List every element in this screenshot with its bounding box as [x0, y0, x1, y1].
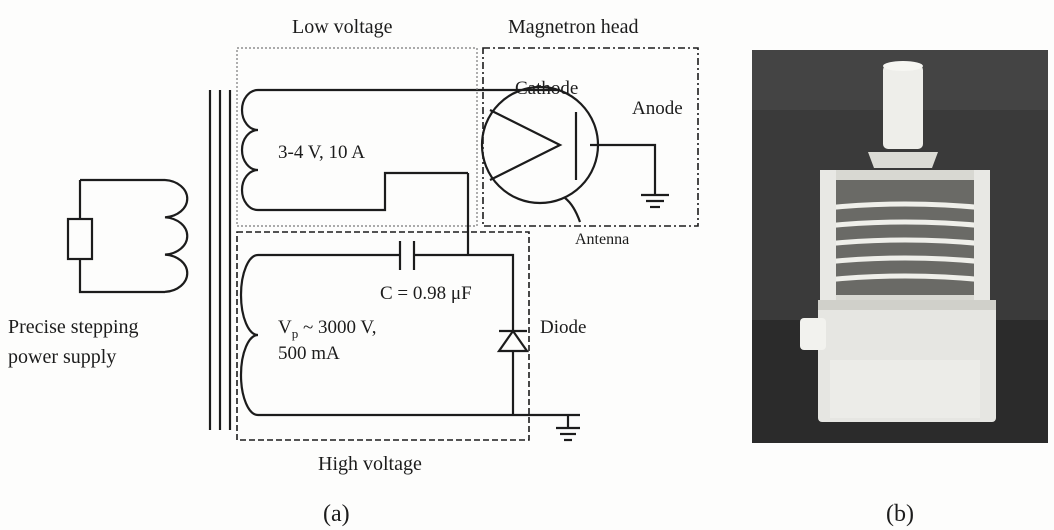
panel-b-caption: (b) [886, 501, 914, 527]
diode-label: Diode [540, 317, 586, 338]
supply-label-line2: power supply [8, 346, 116, 368]
magnetron-header: Magnetron head [508, 16, 639, 38]
high-voltage-current: 500 mA [278, 343, 340, 364]
high-voltage-rating: Vp ~ 3000 V, [278, 317, 376, 341]
hv-rating-subscript: p [292, 326, 299, 341]
antenna-label: Antenna [575, 231, 629, 248]
cathode-label: Cathode [515, 78, 578, 99]
low-voltage-rating: 3-4 V, 10 A [278, 142, 365, 163]
magnetron-photo [752, 50, 1048, 443]
ground-symbol-bottom [556, 415, 580, 442]
circuit-schematic [66, 85, 669, 442]
magnetron-region [482, 47, 699, 227]
supply-label-line1: Precise stepping [8, 316, 139, 338]
low-voltage-region [236, 47, 478, 227]
resistor-symbol [66, 217, 94, 261]
low-voltage-header: Low voltage [292, 16, 393, 38]
diode-symbol [496, 329, 530, 353]
magnetron-tube [480, 85, 657, 223]
hv-rating-prefix: V [278, 317, 292, 338]
low-voltage-winding [240, 88, 560, 212]
ground-symbol-anode [641, 193, 669, 209]
capacitor-label: C = 0.98 μF [380, 283, 472, 304]
primary-coil [78, 178, 189, 294]
panel-a-caption: (a) [323, 501, 350, 527]
high-voltage-header: High voltage [318, 453, 422, 475]
transformer-core [208, 90, 232, 430]
anode-label: Anode [632, 98, 683, 119]
hv-rating-value: ~ 3000 V, [298, 317, 376, 338]
high-voltage-region [236, 231, 530, 441]
high-voltage-winding [239, 173, 580, 417]
